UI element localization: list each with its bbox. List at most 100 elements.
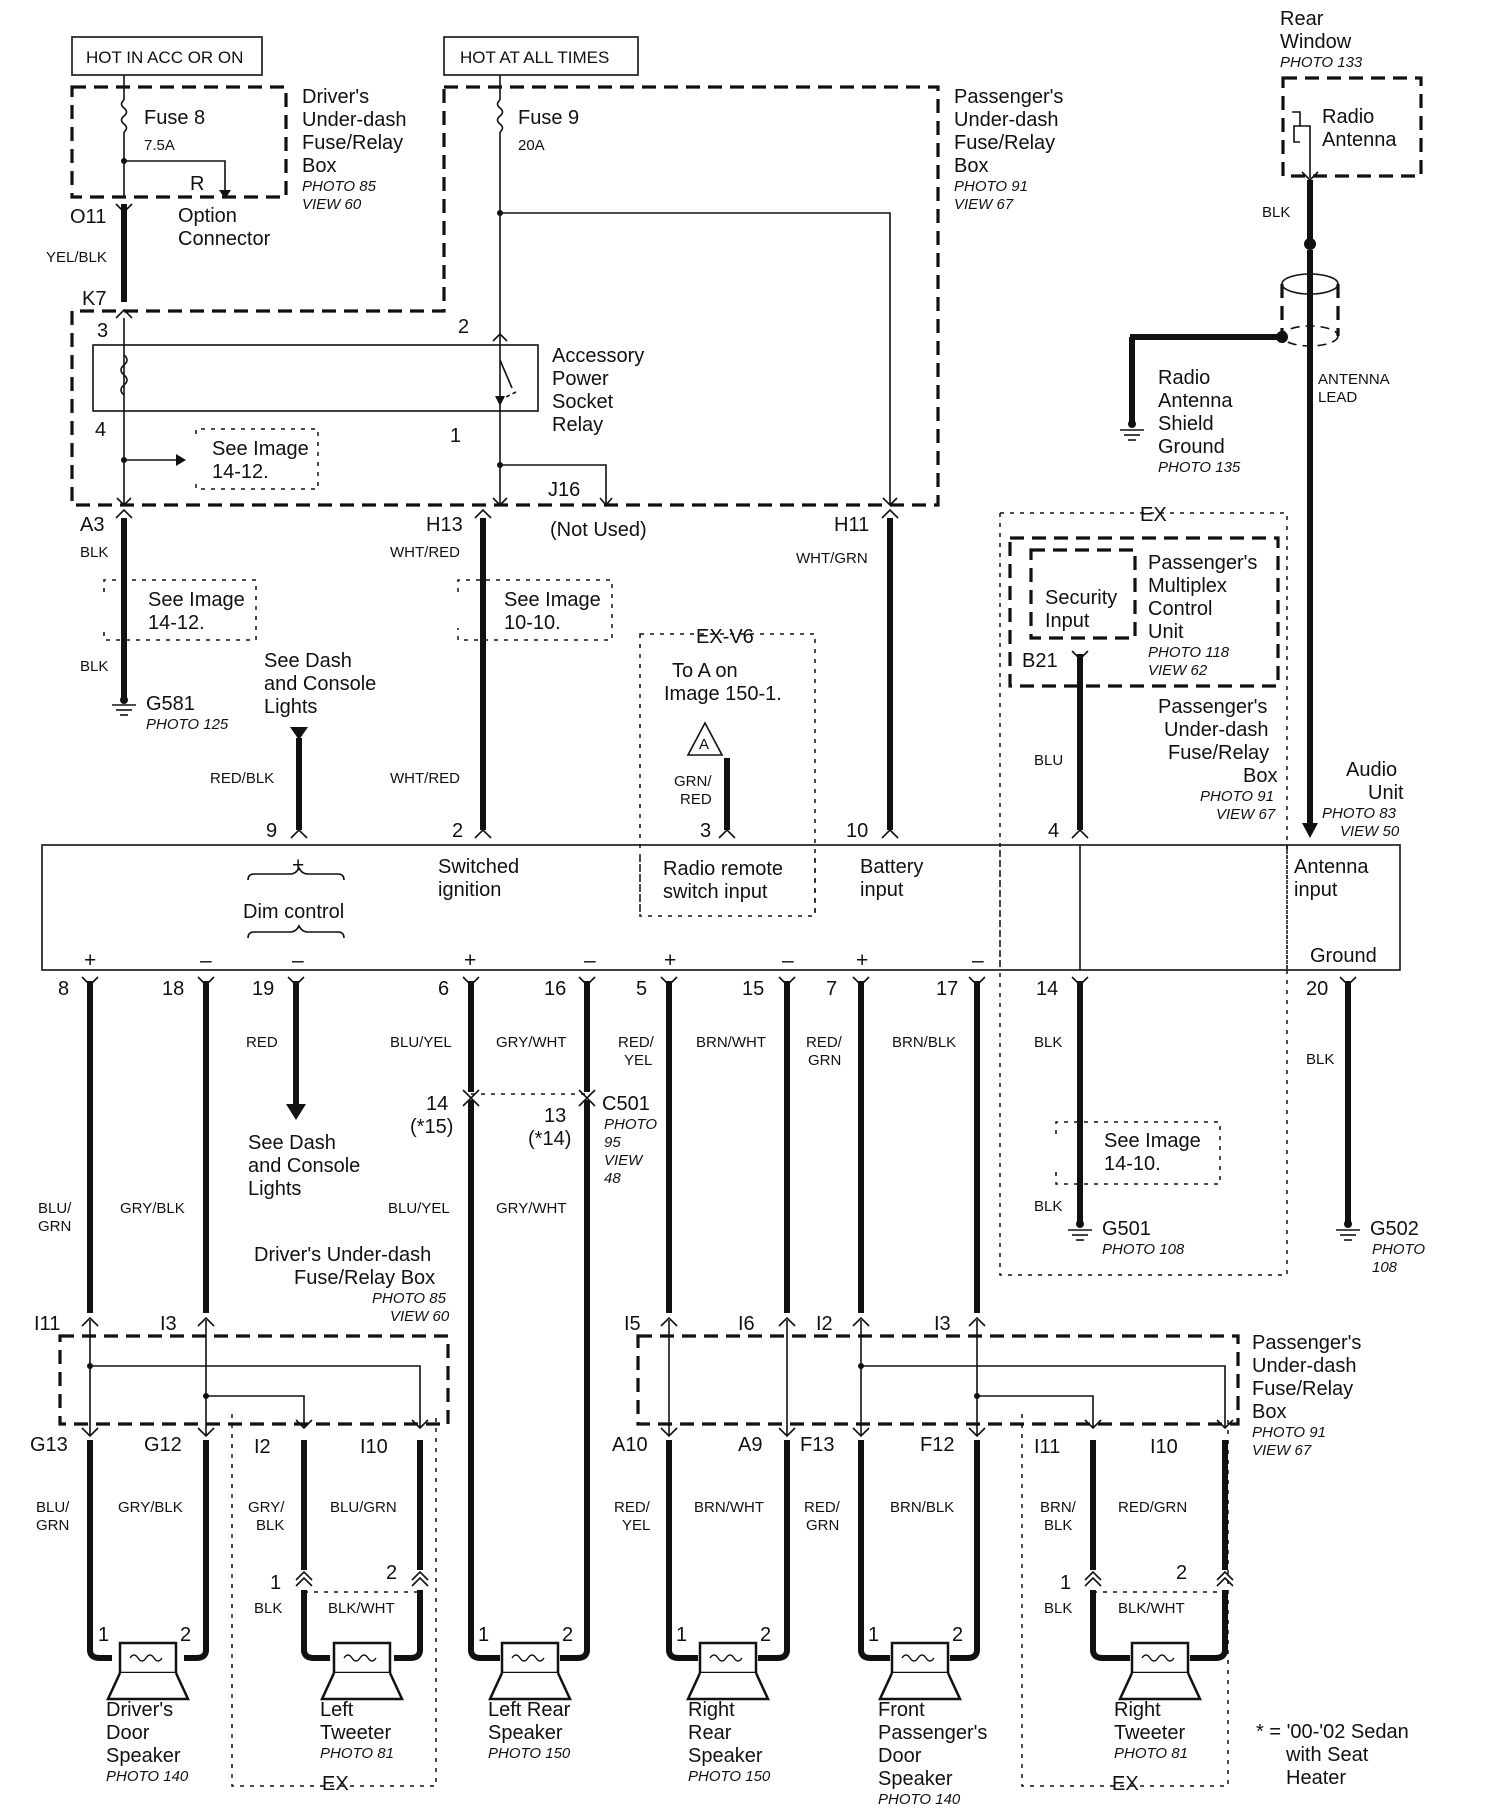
drivers-box-2-label: Driver's Under-dash Fuse/Relay Box PHOTO…	[254, 1244, 450, 1325]
speaker-icon	[488, 1641, 572, 1701]
relay-pin-4: 4	[95, 419, 106, 441]
drivers-box2-view: VIEW 60	[390, 1308, 450, 1325]
relay-label-3: Socket	[552, 391, 614, 413]
wire-grn-red-2: RED	[680, 791, 712, 808]
dash-lights-bottom-3: Lights	[248, 1178, 301, 1200]
mpcu-box-label-1: Passenger's	[1158, 696, 1267, 718]
bottom-pin-16: 16	[544, 978, 566, 1000]
ground-g501-area: See Image 14-10. G501 PHOTO 108 G502 PHO…	[1055, 1121, 1425, 1276]
security-input-1: Security	[1045, 587, 1117, 609]
a3-see-image-2: 14-12.	[148, 612, 205, 634]
wire-brn-blk-1: BRN/BLK	[892, 1034, 956, 1051]
wire-pin-17	[968, 976, 986, 1313]
audio-pin-10: 10	[846, 820, 868, 842]
bottom-pin-15: 15	[742, 978, 764, 1000]
drivers-box-view: VIEW 60	[302, 196, 362, 213]
c501-photo-1: PHOTO	[604, 1116, 657, 1133]
battery-input-2: input	[860, 879, 904, 901]
passengers-box-label-1: Passenger's	[954, 86, 1063, 108]
right-tweeter-pin-1: 1	[1060, 1572, 1071, 1594]
dim-control-label: Dim control	[243, 901, 344, 923]
speaker-left-tweeter: Left Tweeter PHOTO 81	[301, 1640, 423, 1762]
wire-red-blk: RED/BLK	[210, 770, 274, 787]
jpin-i10-right: I10	[1150, 1436, 1178, 1458]
jpin-i3-left: I3	[160, 1313, 177, 1335]
mpcu-label-1: Passenger's	[1148, 552, 1257, 574]
speaker-photo: PHOTO 81	[320, 1745, 394, 1762]
dash-lights-bottom-2: and Console	[248, 1155, 360, 1177]
speaker-leads: 1 2 1 2	[87, 1440, 1234, 1640]
drivers-box-label-2: Under-dash	[302, 109, 407, 131]
pin-a3: A3	[80, 514, 104, 536]
red-blk-dim-wire: See Dash and Console Lights RED/BLK	[210, 650, 376, 839]
pin18-minus: –	[200, 949, 212, 972]
g501-see-image-2: 14-10.	[1104, 1153, 1161, 1175]
speaker-label: Left	[320, 1699, 354, 1721]
passengers-box2-label-4: Box	[1252, 1401, 1286, 1423]
drivers-box-photo: PHOTO 85	[302, 178, 377, 195]
hot-at-all-times-label: HOT AT ALL TIMES	[460, 48, 609, 67]
ground-g581: G581	[146, 693, 195, 715]
fuse-8-rating: 7.5A	[144, 137, 175, 154]
c501-photo-3: VIEW	[604, 1152, 644, 1169]
drivers-junction-box: I11 I3 G13 G12 I2 I10	[30, 1313, 450, 1458]
antenna-location-1: Rear	[1280, 8, 1324, 30]
speaker-icon	[686, 1641, 770, 1701]
speaker-label: Left Rear	[488, 1699, 571, 1721]
fuse-8-name: Fuse 8	[144, 107, 205, 129]
pin17-minus: –	[972, 949, 984, 972]
middle-wire-labels: BLU/ GRN GRY/BLK BLU/YEL GRY/WHT	[38, 1200, 567, 1235]
ex-tag-top: EX	[1140, 504, 1167, 526]
passengers-box-label-3: Fuse/Relay	[954, 132, 1055, 154]
shield-ground-label-2: Antenna	[1158, 390, 1233, 412]
ex-tag-left: EX	[322, 1773, 349, 1795]
audio-pin-9: 9	[266, 820, 277, 842]
speaker-label: Speaker	[488, 1722, 563, 1744]
wire-pin-19	[286, 976, 306, 1120]
c501-photo-2: 95	[604, 1134, 621, 1151]
fuse-9-name: Fuse 9	[518, 107, 579, 129]
mpcu-view: VIEW 62	[1148, 662, 1208, 679]
sw-blu-grn-a: BLU/	[36, 1499, 70, 1516]
audio-unit-view: VIEW 50	[1340, 823, 1400, 840]
upper-fuse-relay-box-outline	[70, 85, 940, 507]
speaker-label: Driver's	[106, 1699, 173, 1721]
option-connector-label-2: Connector	[178, 228, 271, 250]
jpin-g12: G12	[144, 1434, 182, 1456]
audio-unit-bottom-pins: 8 18 19 6 16 5 15 7 17 14 20	[58, 978, 1328, 1000]
speaker-label: Right	[1114, 1699, 1161, 1721]
sw-red-yel-a: RED/	[614, 1499, 651, 1516]
jpin-f12: F12	[920, 1434, 954, 1456]
wire-pin-16	[471, 976, 596, 1640]
dash-lights-bottom-1: See Dash	[248, 1132, 336, 1154]
sw-red-grn2: RED/GRN	[1118, 1499, 1187, 1516]
sw-brn-blk2-b: BLK	[1044, 1517, 1072, 1534]
speaker-front-passenger-door: 1 2 Front Passenger's Door Speaker PHOTO…	[858, 1624, 987, 1808]
antenna-input-1: Antenna	[1294, 856, 1369, 878]
ex-region: EX Security Input Passenger's Multiplex …	[999, 504, 1288, 1276]
wire-pin-6	[462, 976, 480, 1640]
drivers-box-label-1: Driver's	[302, 86, 369, 108]
audio-unit-label: Audio Unit PHOTO 83 VIEW 50	[1322, 759, 1404, 840]
ex-v6-tag: EX-V6	[696, 626, 754, 648]
speaker-photo: PHOTO 140	[878, 1791, 961, 1808]
speaker-label: Speaker	[688, 1745, 763, 1767]
wire-gry-blk-mid: GRY/BLK	[120, 1200, 185, 1217]
ground-label: Ground	[1310, 945, 1377, 967]
speaker-icon	[878, 1641, 962, 1701]
rrear-pin-2: 2	[760, 1624, 771, 1646]
passengers-box-view: VIEW 67	[954, 196, 1014, 213]
pin-j16: J16	[548, 479, 580, 501]
ddoor-pin-2: 2	[180, 1624, 191, 1646]
speaker-label: Rear	[688, 1722, 732, 1744]
mpcu-box-label-4: Box	[1243, 765, 1277, 787]
mpcu-box-label-3: Fuse/Relay	[1168, 742, 1269, 764]
pin6-plus: +	[464, 949, 476, 972]
mpcu-label-4: Unit	[1148, 621, 1184, 643]
switched-ignition-2: ignition	[438, 879, 501, 901]
footnote-line-2: with Seat	[1285, 1744, 1369, 1766]
a3-blk-ground-wire: A3 BLK See Image 14-12. BLK G581 PHOTO 1…	[80, 430, 257, 733]
antenna-input-2: input	[1294, 879, 1338, 901]
fuse-9-source: HOT AT ALL TIMES Fuse 9 20A Passenger's …	[443, 36, 1063, 505]
relay-label-1: Accessory	[552, 345, 644, 367]
